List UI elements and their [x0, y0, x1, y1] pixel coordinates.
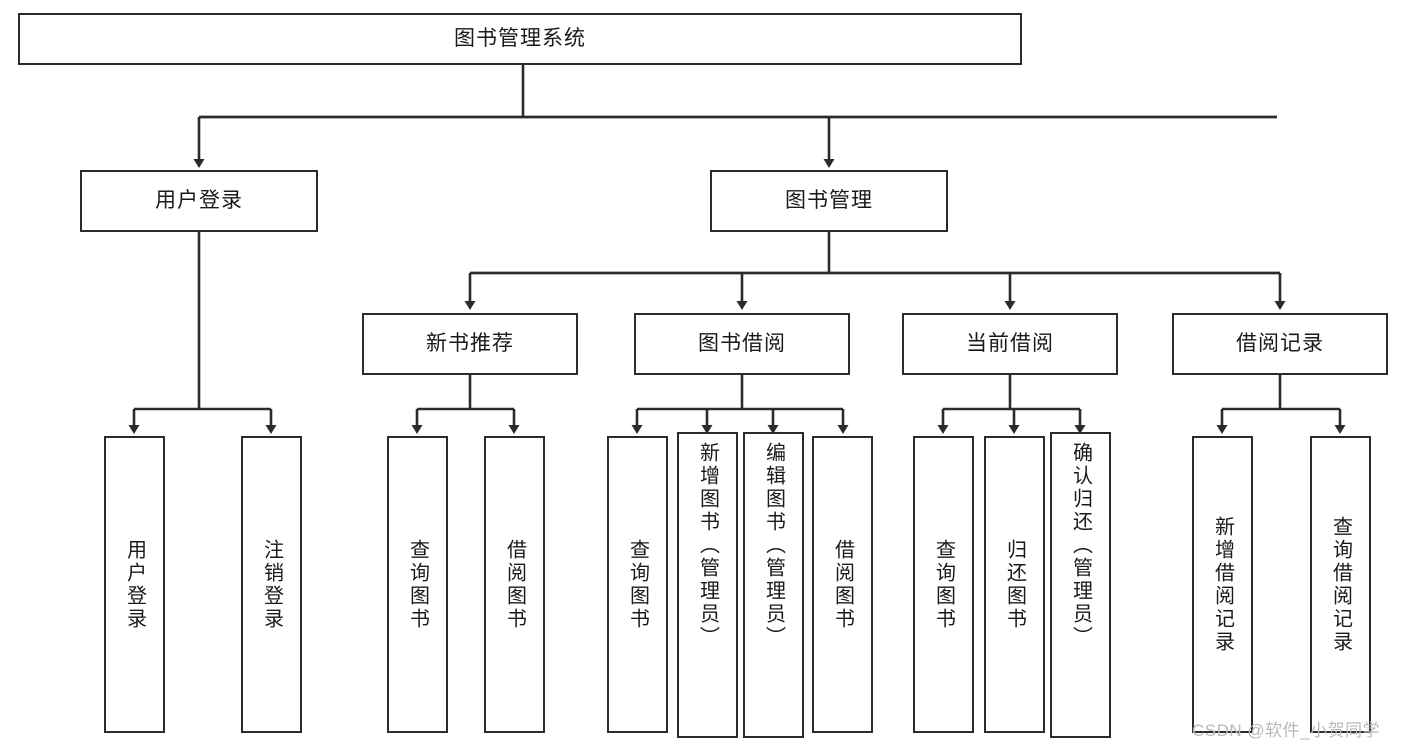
node-leaf-user-login[interactable]: 用户登录 — [104, 436, 165, 733]
node-new-book-recommend[interactable]: 新书推荐 — [362, 313, 578, 375]
node-label: 借阅记录 — [1236, 331, 1324, 355]
node-book-manage[interactable]: 图书管理 — [710, 170, 948, 232]
node-label: 新增图书（管理员） — [696, 442, 719, 649]
node-label: 图书管理 — [785, 188, 873, 212]
node-label: 新增借阅记录 — [1211, 515, 1234, 654]
node-root-book-management-system[interactable]: 图书管理系统 — [18, 13, 1022, 65]
node-label: 图书借阅 — [698, 331, 786, 355]
node-book-borrow[interactable]: 图书借阅 — [634, 313, 850, 375]
node-label: 编辑图书（管理员） — [762, 442, 785, 649]
node-leaf-borrow-book-2[interactable]: 借阅图书 — [812, 436, 873, 733]
node-label: 查询图书 — [626, 538, 649, 631]
node-label: 确认归还（管理员） — [1069, 442, 1092, 649]
node-label: 当前借阅 — [966, 331, 1054, 355]
node-label: 注销登录 — [260, 538, 283, 631]
node-label: 借阅图书 — [831, 538, 854, 631]
node-label: 用户登录 — [155, 188, 243, 212]
node-leaf-confirm-return[interactable]: 确认归还（管理员） — [1050, 432, 1111, 738]
node-label: 查询图书 — [932, 538, 955, 631]
node-leaf-borrow-book-1[interactable]: 借阅图书 — [484, 436, 545, 733]
node-borrow-record[interactable]: 借阅记录 — [1172, 313, 1388, 375]
node-leaf-add-book[interactable]: 新增图书（管理员） — [677, 432, 738, 738]
node-label: 查询借阅记录 — [1329, 515, 1352, 654]
node-label: 新书推荐 — [426, 331, 514, 355]
node-leaf-query-book-1[interactable]: 查询图书 — [387, 436, 448, 733]
node-label: 图书管理系统 — [454, 26, 586, 50]
node-leaf-query-book-2[interactable]: 查询图书 — [607, 436, 668, 733]
node-label: 用户登录 — [123, 538, 146, 631]
node-leaf-add-record[interactable]: 新增借阅记录 — [1192, 436, 1253, 733]
node-leaf-query-record[interactable]: 查询借阅记录 — [1310, 436, 1371, 733]
node-leaf-return-book[interactable]: 归还图书 — [984, 436, 1045, 733]
node-current-borrow[interactable]: 当前借阅 — [902, 313, 1118, 375]
node-leaf-query-book-3[interactable]: 查询图书 — [913, 436, 974, 733]
node-label: 归还图书 — [1003, 538, 1026, 631]
csdn-watermark: CSDN @软件_小贺同学 — [1192, 721, 1381, 740]
node-leaf-logout-login[interactable]: 注销登录 — [241, 436, 302, 733]
node-label: 查询图书 — [406, 538, 429, 631]
node-label: 借阅图书 — [503, 538, 526, 631]
node-leaf-edit-book[interactable]: 编辑图书（管理员） — [743, 432, 804, 738]
node-user-login[interactable]: 用户登录 — [80, 170, 318, 232]
